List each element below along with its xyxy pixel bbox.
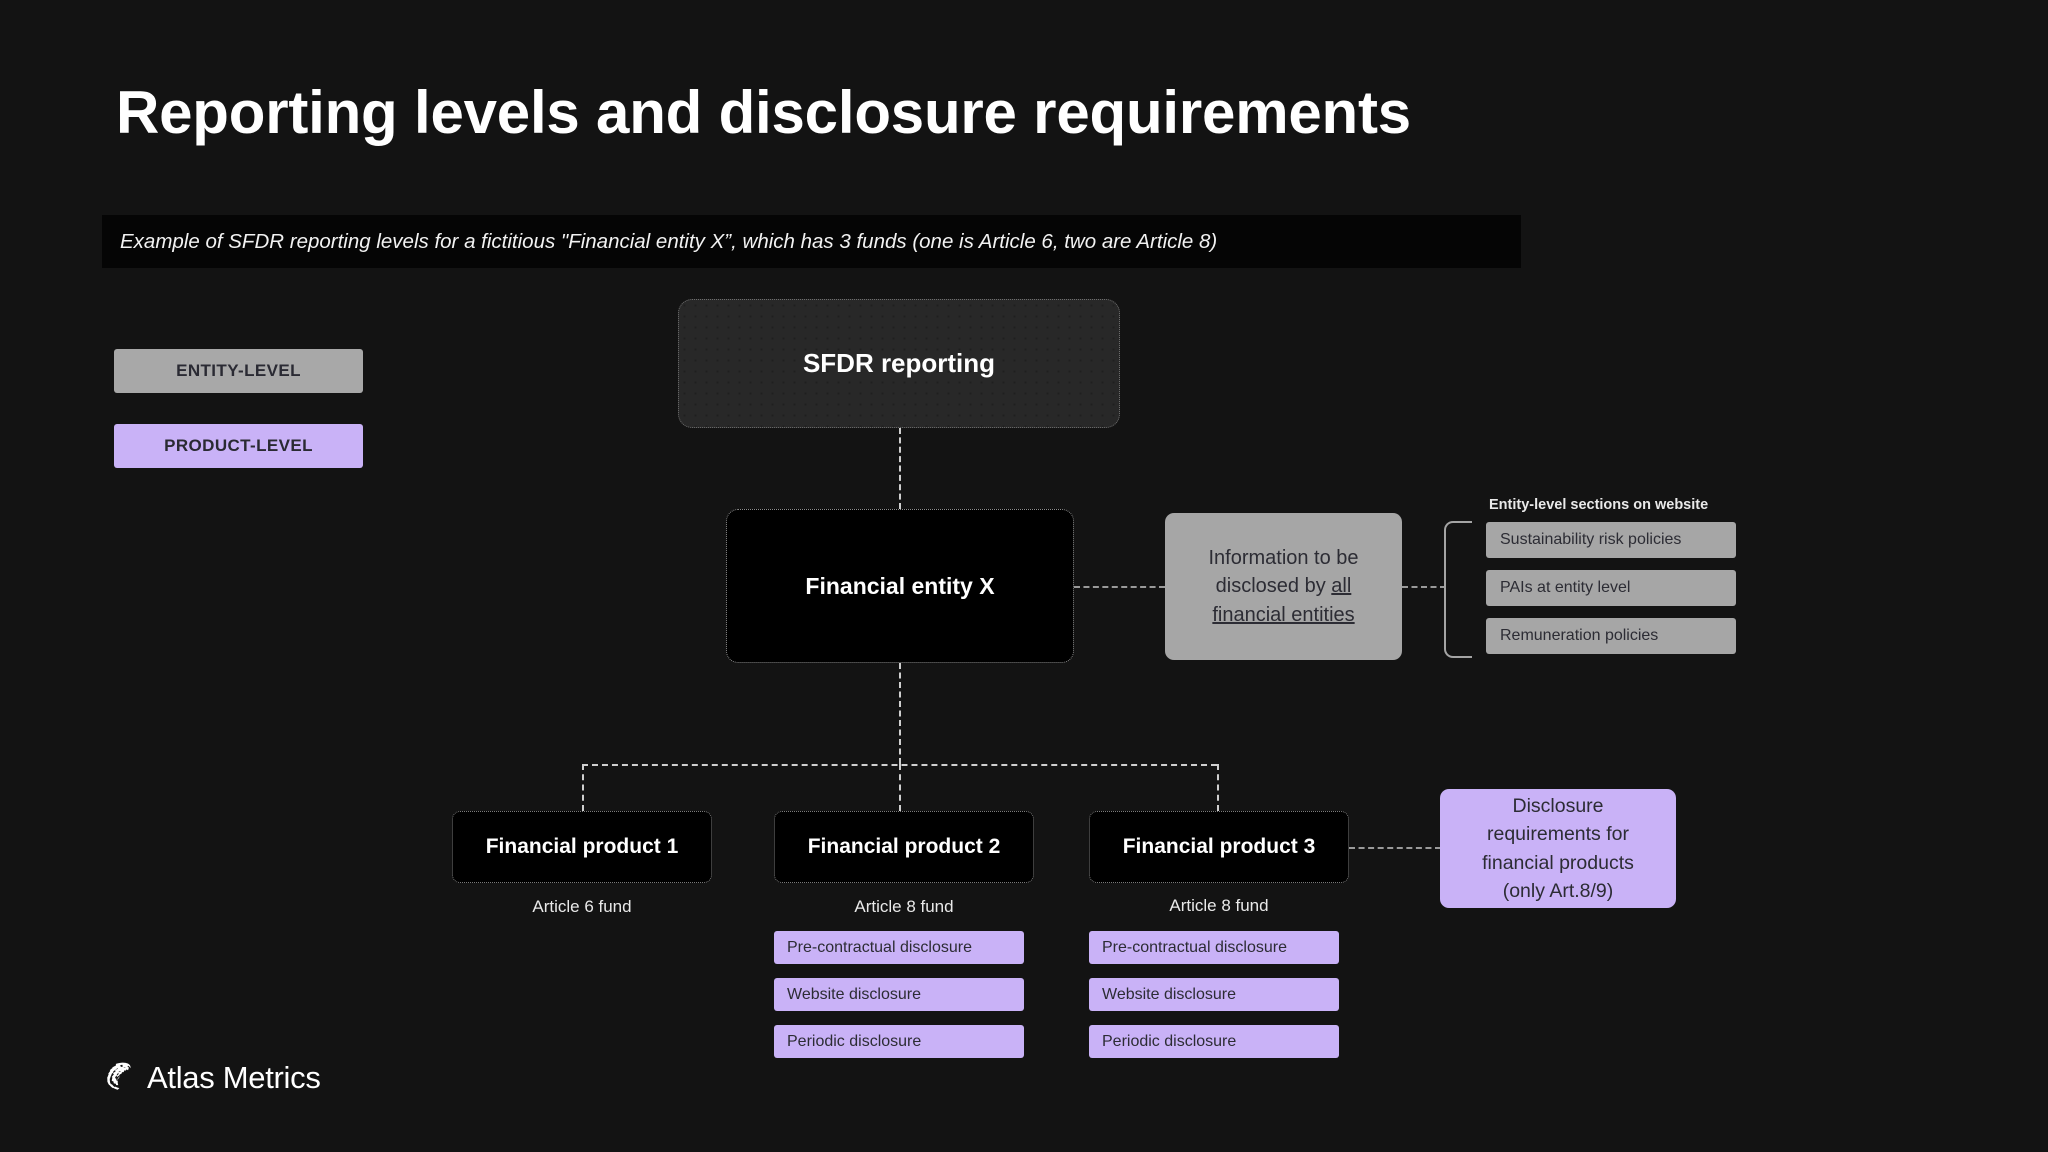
disclosure-line-2: requirements for [1487, 823, 1629, 846]
disclosure-chip-product-3: Website disclosure [1089, 978, 1339, 1011]
connector-entity-to-bus [899, 663, 901, 764]
connector-sfdr-to-entity [899, 428, 901, 509]
node-financial-entity-x-label: Financial entity X [805, 572, 995, 599]
connector-product3-to-disclosure [1349, 847, 1441, 849]
entity-section-item: Sustainability risk policies [1486, 522, 1736, 558]
legend-product-label: PRODUCT-LEVEL [164, 436, 313, 455]
subtitle-text: Example of SFDR reporting levels for a f… [120, 229, 1218, 253]
info-line-1: Information to be [1208, 546, 1359, 569]
node-financial-product-3: Financial product 3 [1089, 811, 1349, 883]
node-information-disclosed: Information to be disclosed by all finan… [1165, 513, 1402, 660]
connector-drop-product-1 [582, 764, 584, 811]
node-financial-product-1: Financial product 1 [452, 811, 712, 883]
disclosure-line-4: (only Art.8/9) [1502, 879, 1614, 902]
node-financial-product-3-label: Financial product 3 [1122, 835, 1316, 858]
node-financial-product-2-label: Financial product 2 [807, 835, 1001, 858]
subtitle-bar: Example of SFDR reporting levels for a f… [102, 215, 1521, 268]
atlas-globe-icon [107, 1062, 131, 1090]
info-line-3: financial entities [1212, 603, 1355, 626]
brand-logo-text: Atlas Metrics [147, 1059, 321, 1095]
entity-section-item: PAIs at entity level [1486, 570, 1736, 606]
info-line-2-underlined: all [1331, 575, 1352, 598]
disclosure-line-3: financial products [1482, 851, 1634, 874]
entity-sections-title: Entity-level sections on website [1489, 497, 1709, 513]
entity-section-item: Remuneration policies [1486, 618, 1736, 654]
connector-entity-to-info [1074, 586, 1165, 588]
disclosure-chip-product-2: Periodic disclosure [774, 1025, 1024, 1058]
info-line-2: disclosed by all [1216, 572, 1352, 600]
node-sfdr-reporting-label: SFDR reporting [802, 348, 996, 378]
connector-drop-product-3 [1217, 764, 1219, 811]
disclosure-line-1: Disclosure [1512, 794, 1604, 817]
disclosure-chip-product-3: Pre-contractual disclosure [1089, 931, 1339, 964]
fund-caption-product-2: Article 8 fund [854, 897, 954, 916]
legend-product-level: PRODUCT-LEVEL [114, 424, 363, 468]
node-product-disclosure-requirements: Disclosure requirements for financial pr… [1440, 789, 1676, 908]
brand-logo: Atlas Metrics [104, 1060, 321, 1094]
page-title: Reporting levels and disclosure requirem… [116, 79, 1411, 146]
node-sfdr-reporting: SFDR reporting [678, 299, 1120, 428]
legend-entity-level: ENTITY-LEVEL [114, 349, 363, 393]
node-financial-entity-x: Financial entity X [726, 509, 1074, 663]
info-line-2-prefix: disclosed by [1215, 575, 1332, 598]
fund-caption-product-3: Article 8 fund [1169, 896, 1269, 915]
legend-entity-label: ENTITY-LEVEL [176, 361, 301, 380]
connector-info-to-sections [1402, 586, 1446, 588]
connector-drop-product-2 [899, 764, 901, 811]
disclosure-chip-product-3: Periodic disclosure [1089, 1025, 1339, 1058]
node-financial-product-1-label: Financial product 1 [485, 835, 679, 858]
node-financial-product-2: Financial product 2 [774, 811, 1034, 883]
fund-caption-product-1: Article 6 fund [532, 897, 632, 916]
disclosure-chip-product-2: Website disclosure [774, 978, 1024, 1011]
disclosure-chip-product-2: Pre-contractual disclosure [774, 931, 1024, 964]
entity-sections-bracket [1444, 521, 1472, 658]
